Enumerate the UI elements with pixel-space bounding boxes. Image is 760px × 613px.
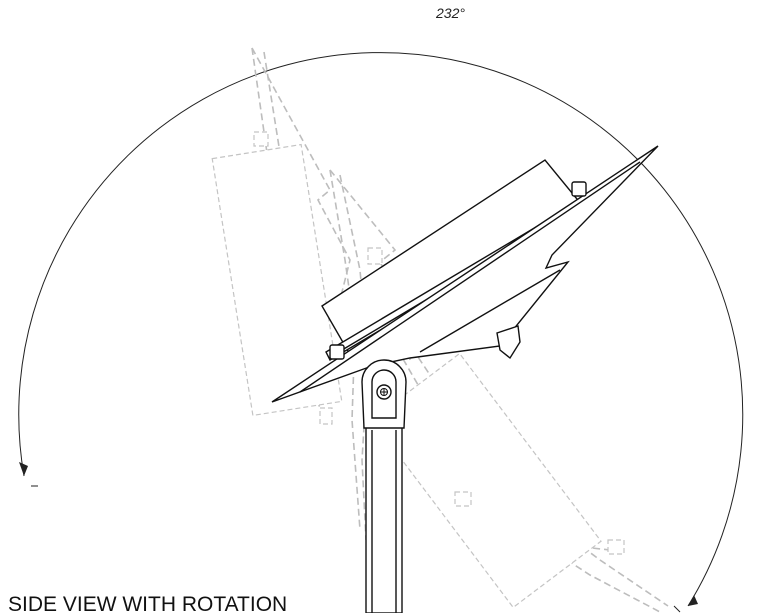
ghost-panel-position-3	[370, 329, 669, 613]
hook-bracket-lower	[329, 344, 345, 360]
arc-arrowhead-left	[19, 462, 28, 476]
arc-arrowhead-right	[688, 595, 698, 606]
rotation-arc	[18, 52, 744, 613]
clip-lower-right	[496, 325, 521, 360]
diagram-caption: SIDE VIEW WITH ROTATION	[8, 593, 287, 613]
hook-bracket-upper	[571, 181, 587, 197]
rotation-angle-label: 232°	[435, 5, 465, 21]
ghost-panel-position-1	[211, 47, 373, 425]
pivot-screw-icon	[376, 384, 392, 400]
